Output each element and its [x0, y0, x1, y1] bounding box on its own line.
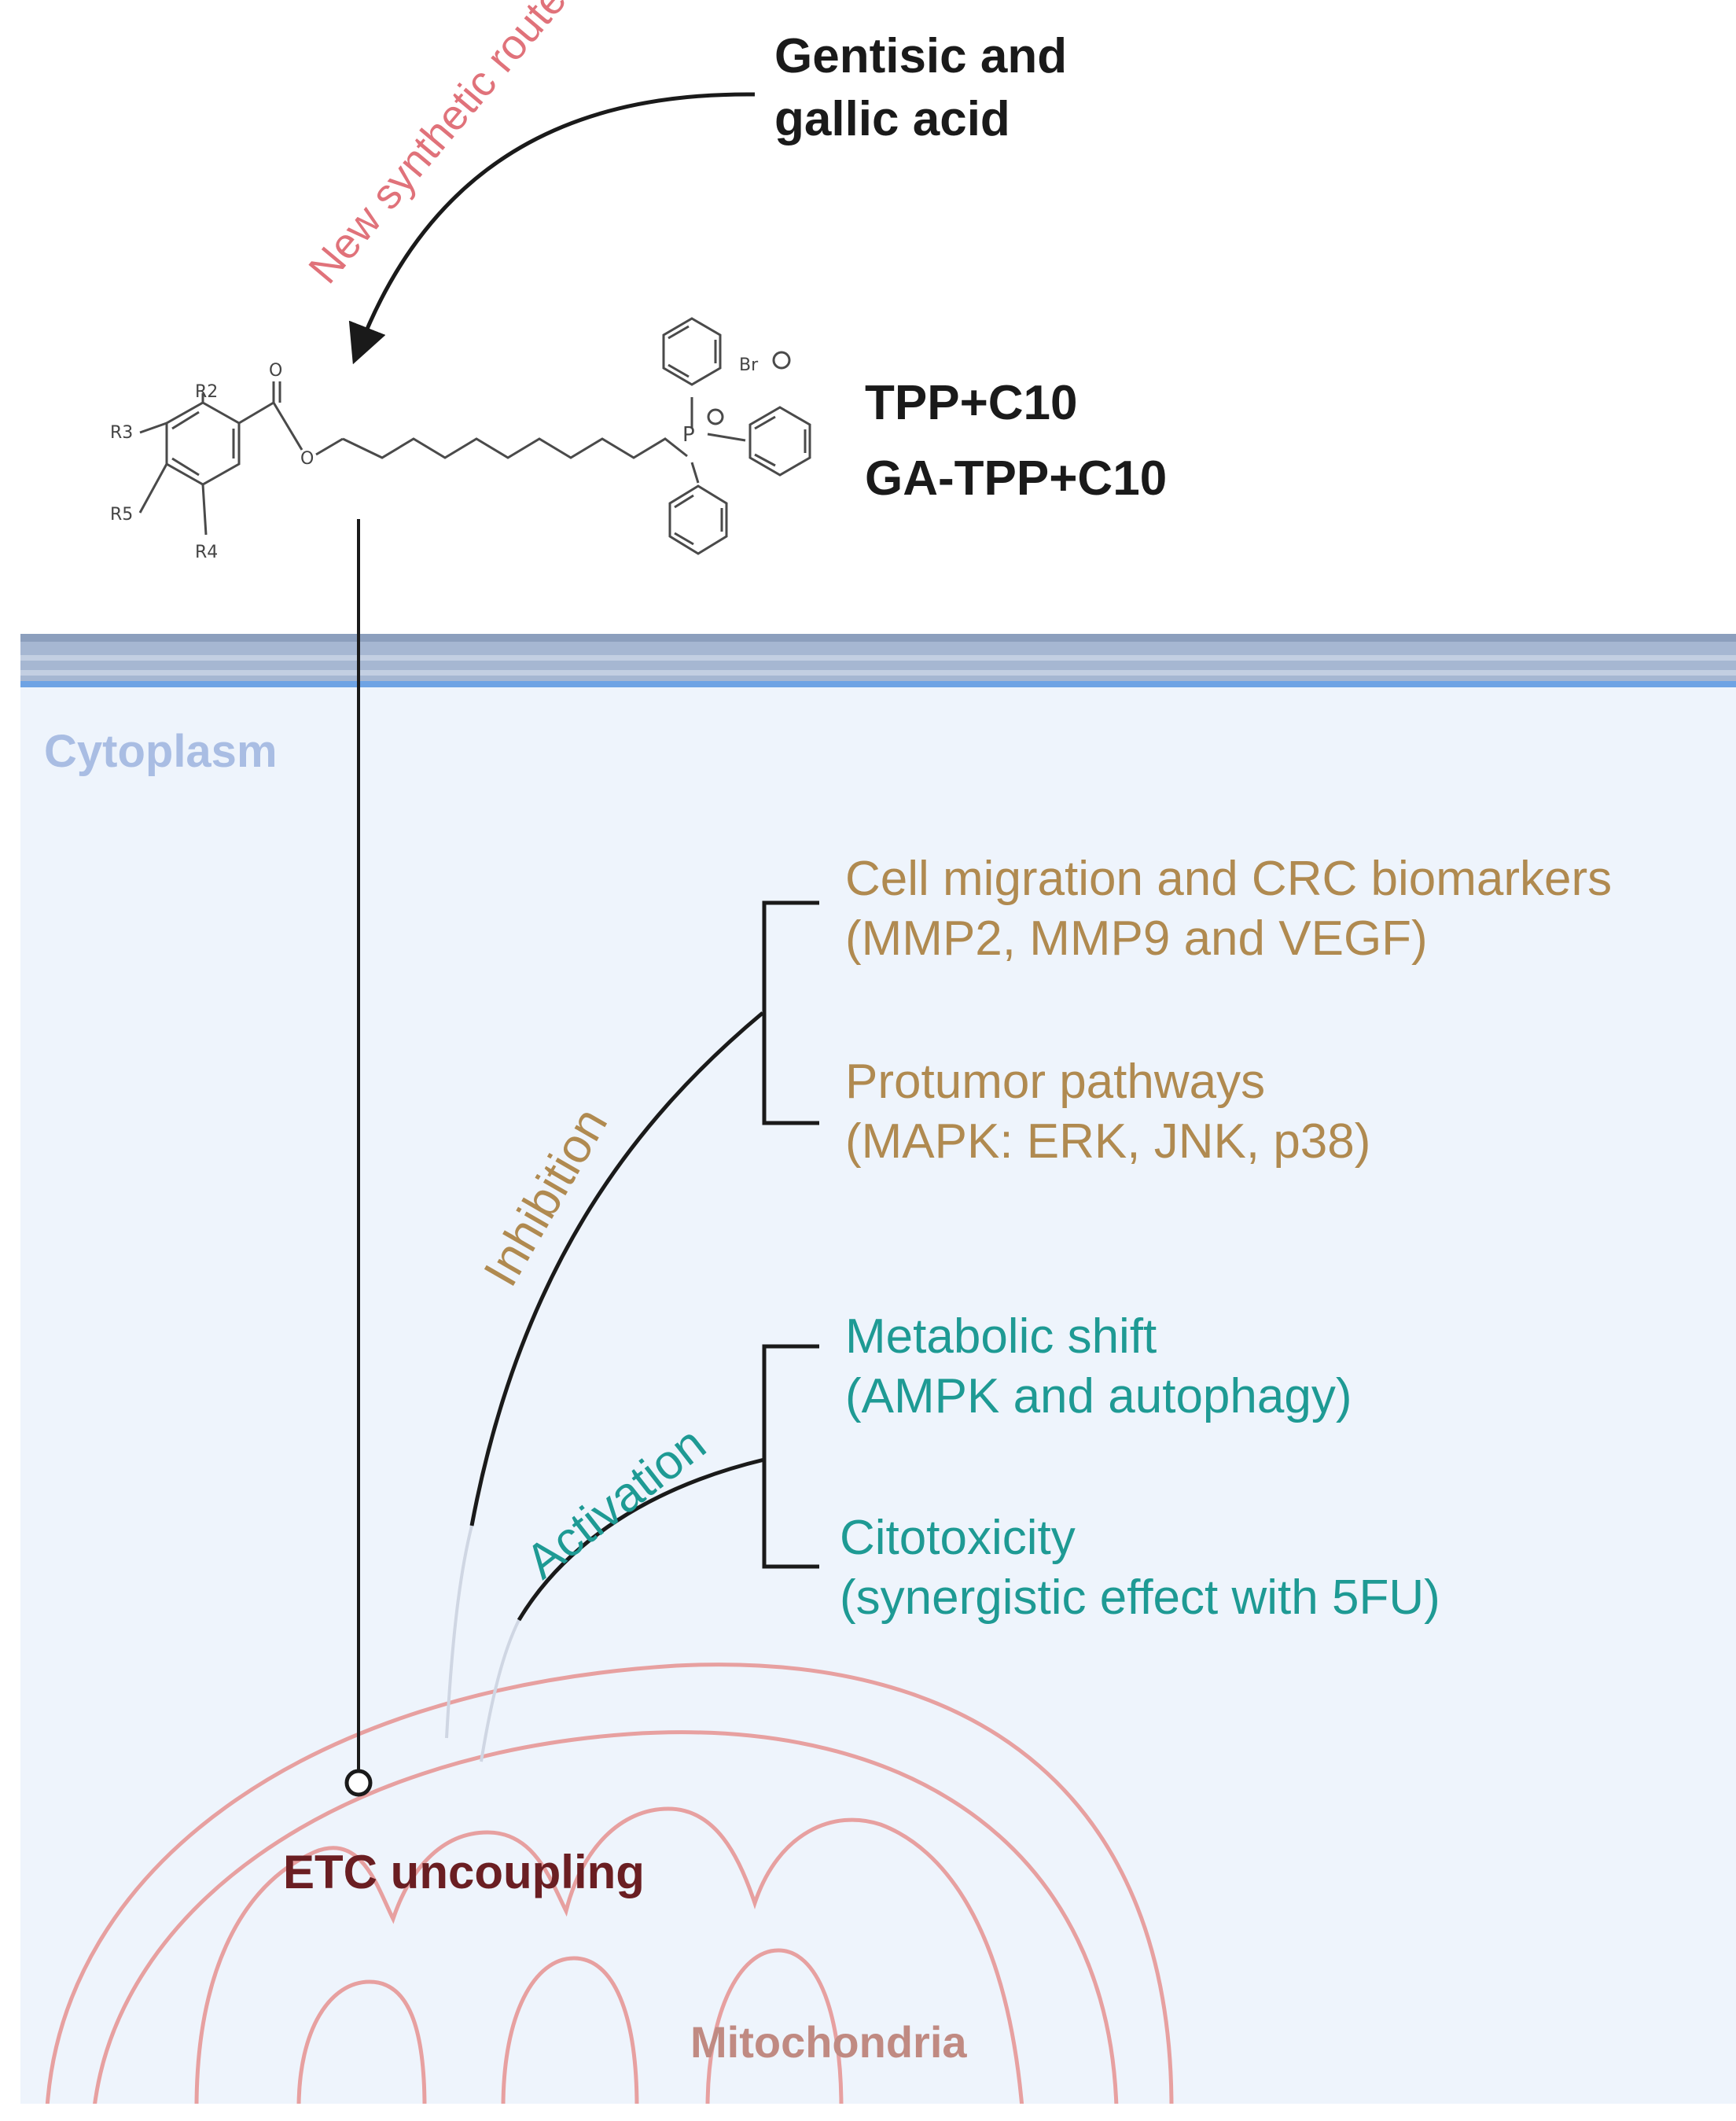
compound-tpp-c10: TPP+C10 [865, 376, 1078, 430]
effect-detail: (MMP2, MMP9 and VEGF) [845, 911, 1428, 966]
inhibition-effect-protumor: Protumor pathways (MAPK: ERK, JNK, p38) [845, 1052, 1370, 1172]
compound-ga-tpp-c10: GA-TPP+C10 [865, 451, 1168, 506]
activation-effect-metabolic: Metabolic shift (AMPK and autophagy) [845, 1307, 1352, 1427]
mitochondria-label: Mitochondria [690, 2017, 967, 2067]
phosphorus-atom: P [682, 423, 695, 447]
route-arrow [348, 92, 756, 365]
inhibition-curve [469, 1011, 764, 1526]
effect-detail: (MAPK: ERK, JNK, p38) [845, 1114, 1371, 1169]
effect-line: Protumor pathways [845, 1055, 1266, 1109]
activation-bracket [762, 1344, 819, 1569]
oxygen-carbonyl: O [269, 361, 282, 381]
source-line-1: Gentisic and [774, 29, 1068, 83]
substituent-r5: R5 [110, 505, 134, 525]
source-line-2: gallic acid [774, 92, 1010, 146]
effect-line: Citotoxicity [840, 1511, 1076, 1565]
effect-line: Metabolic shift [845, 1309, 1157, 1364]
inhibition-bracket [762, 900, 819, 1125]
uncoupling-node-icon [344, 1769, 373, 1797]
route-label: New synthetic route [300, 0, 576, 293]
cytoplasm-area [20, 684, 1736, 2104]
activation-effect-citotoxicity: Citotoxicity (synergistic effect with 5F… [840, 1508, 1440, 1628]
compound-structure [138, 317, 811, 555]
inhibition-stem [445, 1525, 473, 1739]
substituent-r4: R4 [195, 543, 219, 562]
activation-curve [517, 1457, 765, 1622]
mitochondria-organelle [45, 1663, 1174, 2104]
source-compounds: Gentisic and gallic acid [774, 25, 1067, 151]
activation-stem [480, 1619, 520, 1762]
effect-line: Cell migration and CRC biomarkers [845, 852, 1613, 906]
substituent-r2: R2 [195, 382, 219, 402]
effect-detail: (synergistic effect with 5FU) [840, 1570, 1440, 1625]
inhibition-effect-migration: Cell migration and CRC biomarkers (MMP2,… [845, 849, 1612, 969]
bromide-counterion: Br [739, 355, 759, 375]
cytoplasm-label: Cytoplasm [44, 726, 278, 777]
effect-detail: (AMPK and autophagy) [845, 1369, 1352, 1423]
oxygen-ester: O [300, 449, 314, 469]
cell-membrane [20, 634, 1736, 687]
substituent-r3: R3 [110, 423, 134, 443]
compound-names: TPP+C10 GA-TPP+C10 [865, 366, 1167, 517]
etc-uncoupling-label: ETC uncoupling [283, 1846, 645, 1898]
